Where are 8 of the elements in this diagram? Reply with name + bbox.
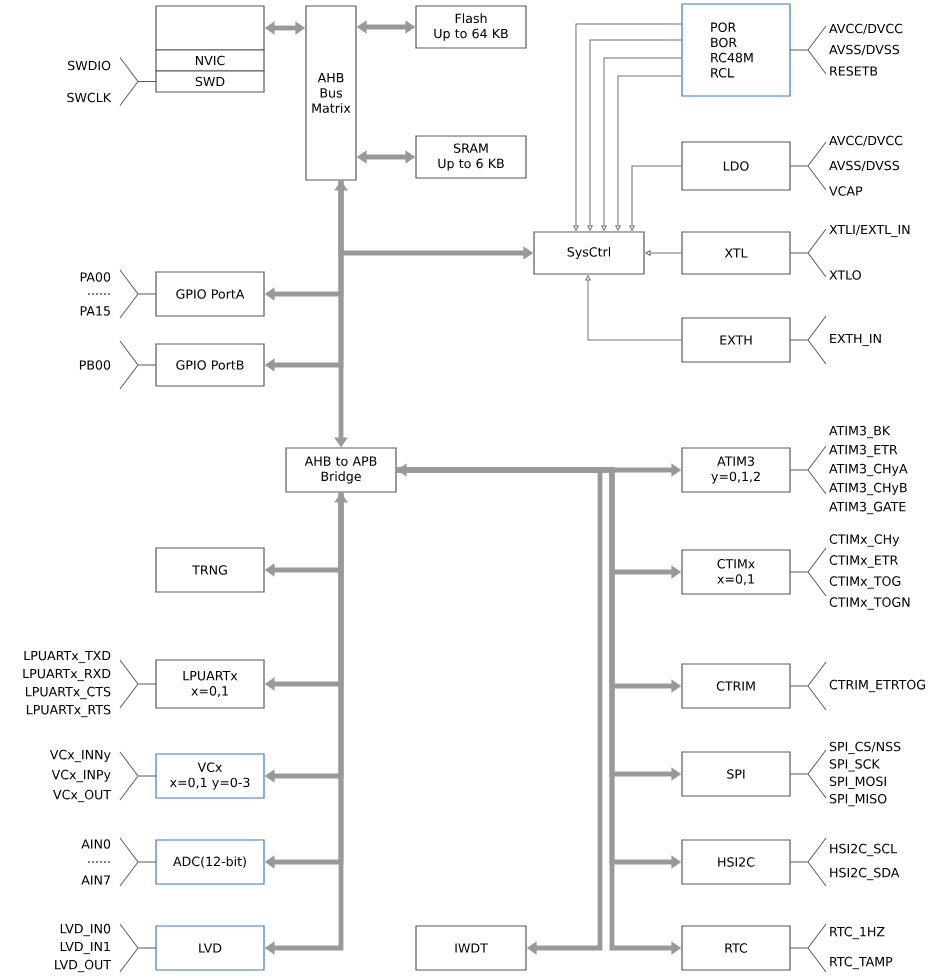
- signal-arrow: [615, 75, 682, 231]
- bus-arrow: [396, 467, 603, 955]
- signal-arrow: [587, 39, 682, 231]
- signal-arrow: [601, 57, 682, 231]
- signal-arrow: [585, 275, 682, 341]
- signal-arrow: [645, 250, 682, 256]
- signal-arrow: [629, 165, 682, 231]
- signal-arrow: [573, 23, 682, 231]
